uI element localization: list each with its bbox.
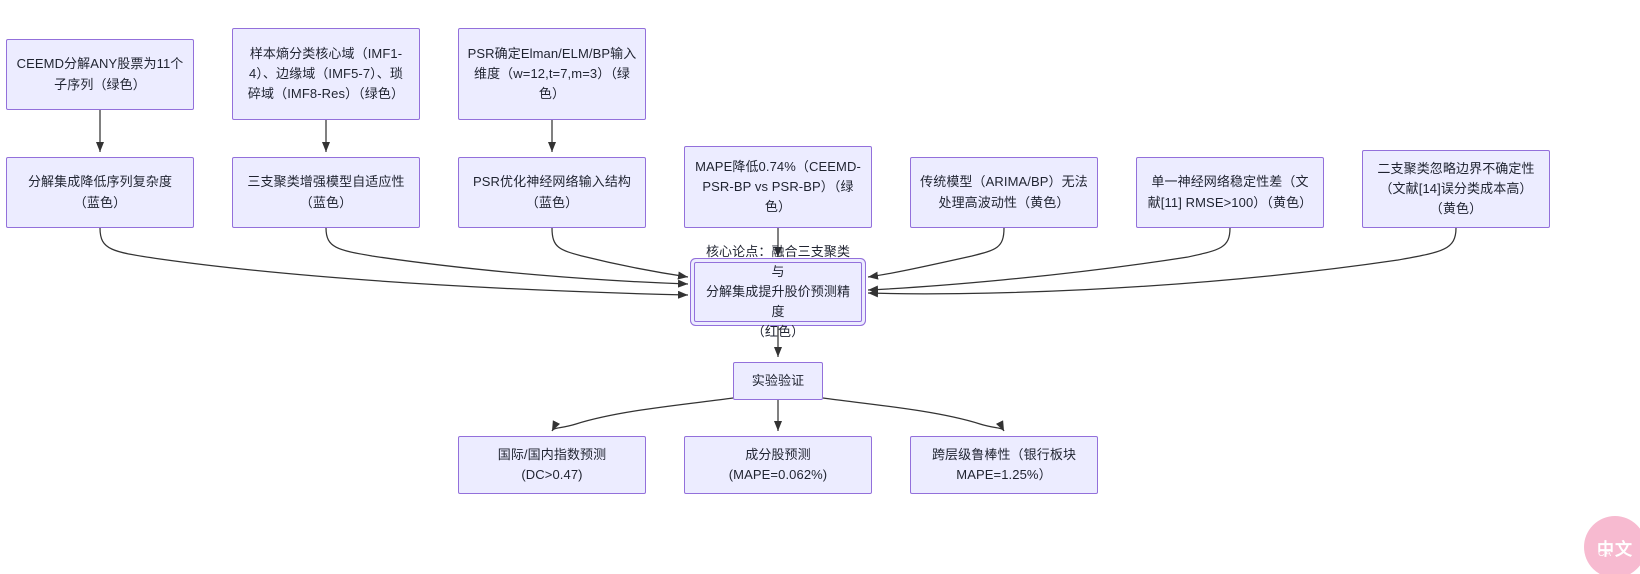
node-label: CEEMD分解ANY股票为11个 子序列（绿色） (16, 56, 184, 92)
node-core-claim[interactable]: 核心论点：融合三支聚类与 分解集成提升股价预测精度 （红色） (694, 244, 862, 339)
node-label: 样本熵分类核心域（IMF1- 4）、边缘域（IMF5-7）、琐 碎域（IMF8-… (247, 45, 405, 102)
node-label: 成分股预测 (MAPE=0.062%) (728, 446, 828, 482)
node-label: 国际/国内指数预测 (DC>0.47) (497, 446, 607, 482)
node-label: PSR确定Elman/ELM/BP输入 维度（w=12,t=7,m=3）（绿 色… (467, 45, 637, 102)
node-decomposition-reduces-complexity[interactable]: 分解集成降低序列复杂度 （蓝色） (6, 157, 194, 228)
node-result-index-forecast[interactable]: 国际/国内指数预测 (DC>0.47) (458, 436, 646, 494)
node-label: 分解集成降低序列复杂度 （蓝色） (27, 174, 173, 210)
node-label: 核心论点：融合三支聚类与 分解集成提升股价预测精度 （红色） (705, 243, 851, 340)
edge-n5-core (325, 227, 689, 288)
node-traditional-model-limitation[interactable]: 传统模型（ARIMA/BP）无法 处理高波动性（黄色） (910, 157, 1098, 228)
node-result-cross-level-robustness[interactable]: 跨层级鲁棒性（银行板块 MAPE=1.25%） (910, 436, 1098, 494)
watermark-text: 中文 (1597, 539, 1633, 559)
node-three-way-clustering-adaptivity[interactable]: 三支聚类增强模型自适应性 （蓝色） (232, 157, 420, 228)
node-label: 传统模型（ARIMA/BP）无法 处理高波动性（黄色） (920, 174, 1088, 210)
watermark-logo: 中文 (1584, 516, 1640, 574)
edge-verify-r3 (822, 397, 1005, 432)
node-label: MAPE降低0.74%（CEEMD- PSR-BP vs PSR-BP）（绿 色… (695, 158, 861, 215)
node-label: 二支聚类忽略边界不确定性 （文献[14]误分类成本高） （黄色） (1377, 160, 1535, 217)
edge-n4-core (99, 227, 689, 299)
edge-n6-core (551, 227, 689, 280)
watermark-subtext: CA (1598, 548, 1612, 558)
edge-n10-core (867, 227, 1457, 298)
node-single-network-instability[interactable]: 单一神经网络稳定性差（文 献[11] RMSE>100）（黄色） (1136, 157, 1324, 228)
edge-n8-core (867, 227, 1005, 280)
node-two-way-clustering-limitation[interactable]: 二支聚类忽略边界不确定性 （文献[14]误分类成本高） （黄色） (1362, 150, 1550, 228)
node-label: 跨层级鲁棒性（银行板块 MAPE=1.25%） (931, 446, 1077, 482)
node-ceemd-decompose[interactable]: CEEMD分解ANY股票为11个 子序列（绿色） (6, 39, 194, 110)
node-result-constituent-stock-forecast[interactable]: 成分股预测 (MAPE=0.062%) (684, 436, 872, 494)
node-label: PSR优化神经网络输入结构 （蓝色） (472, 174, 632, 210)
edge-n9-core (867, 227, 1231, 294)
edge-verify-r1 (551, 397, 734, 432)
node-mape-reduction[interactable]: MAPE降低0.74%（CEEMD- PSR-BP vs PSR-BP）（绿 色… (684, 146, 872, 228)
node-label: 三支聚类增强模型自适应性 （蓝色） (247, 174, 405, 210)
node-experimental-verification[interactable]: 实验验证 (733, 362, 823, 400)
node-label: 实验验证 (751, 372, 805, 388)
node-sample-entropy-classify[interactable]: 样本熵分类核心域（IMF1- 4）、边缘域（IMF5-7）、琐 碎域（IMF8-… (232, 28, 420, 120)
node-psr-optimizes-network-input[interactable]: PSR优化神经网络输入结构 （蓝色） (458, 157, 646, 228)
node-psr-input-dimension[interactable]: PSR确定Elman/ELM/BP输入 维度（w=12,t=7,m=3）（绿 色… (458, 28, 646, 120)
node-label: 单一神经网络稳定性差（文 献[11] RMSE>100）（黄色） (1147, 174, 1313, 210)
